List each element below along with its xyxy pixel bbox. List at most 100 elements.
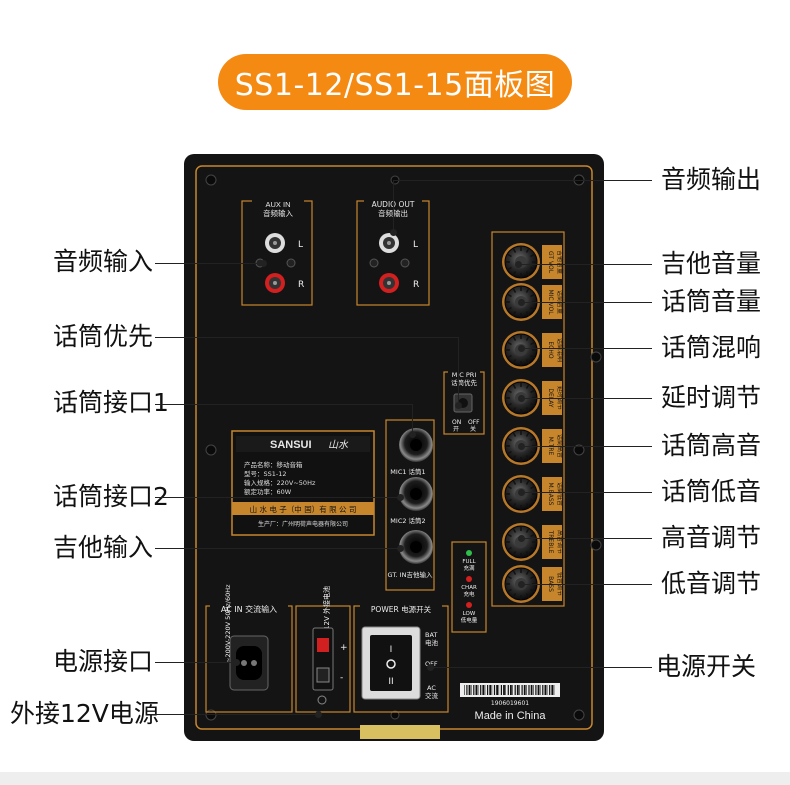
callout-line xyxy=(521,492,652,493)
power-bat-cn: 电池 xyxy=(425,638,439,647)
callout-line xyxy=(393,180,652,181)
callout-line xyxy=(521,538,652,539)
callout-mic-bass: 话筒低音 xyxy=(661,477,762,506)
callout-line xyxy=(521,348,652,349)
ac-in-label: AC IN 交流输入 xyxy=(221,604,277,614)
callout-dot xyxy=(397,494,404,501)
ext-dc-minus: - xyxy=(340,673,343,683)
led-block xyxy=(451,541,487,633)
mic-pri-on-cn: 开 xyxy=(453,426,459,433)
knob-label-cn: 高音调节 xyxy=(556,530,564,554)
panel-screws xyxy=(205,174,602,721)
knob-label: ECHO xyxy=(547,341,554,358)
callout-line xyxy=(521,584,652,585)
svg-text:充满: 充满 xyxy=(463,564,475,572)
aux-in-label-cn: 音频输入 xyxy=(263,208,293,218)
maker-name: 山 水 电 子（中 国）有 限 公 司 xyxy=(250,504,357,514)
ext-dc-plus: + xyxy=(340,643,348,653)
callout-bass: 低音调节 xyxy=(661,569,762,598)
audio-out-r: R xyxy=(413,280,419,290)
callout-dot xyxy=(518,443,525,450)
made-in-label: Made in China xyxy=(475,710,547,722)
page-title: SS1-12/SS1-15面板图 xyxy=(218,54,572,110)
callout-mic-echo: 话筒混响 xyxy=(661,333,762,362)
svg-text:充电: 充电 xyxy=(463,590,475,598)
aux-r: R xyxy=(298,280,304,290)
callout-dot xyxy=(409,431,416,438)
callout-line xyxy=(155,263,263,264)
svg-text:II: II xyxy=(388,677,393,687)
svg-text:低电量: 低电量 xyxy=(461,616,478,624)
knob-label: GT VOL xyxy=(547,251,554,274)
callout-dot xyxy=(518,489,525,496)
ext-dc-label: EXT DC 12V 外接电池 xyxy=(322,586,331,658)
nameplate-line: 产品名称：移动音箱 xyxy=(244,460,303,469)
callout-dot xyxy=(315,711,322,718)
callout-power-port: 电源接口 xyxy=(53,647,154,676)
knob-column-frame xyxy=(491,231,565,607)
svg-text:LOW: LOW xyxy=(463,611,476,617)
callout-mic-input-2: 话筒接口2 xyxy=(53,482,169,511)
ac-spec: ~200V-220V 50Hz/60Hz xyxy=(224,584,232,663)
callout-dot xyxy=(455,402,462,409)
brand-script: 山水 xyxy=(328,439,349,451)
power-ac-cn: 交流 xyxy=(425,691,439,700)
callout-dot xyxy=(427,664,434,671)
callout-line xyxy=(155,404,412,405)
callout-power-switch: 电源开关 xyxy=(656,652,757,681)
knob-label-cn: 话筒混响 xyxy=(556,338,564,362)
callout-line xyxy=(155,662,236,663)
aux-in-label: AUX IN xyxy=(265,200,290,209)
callout-dot xyxy=(390,229,397,236)
callout-mic-volume: 话筒音量 xyxy=(661,287,762,316)
ext-dc-box xyxy=(295,605,351,713)
callout-dot xyxy=(260,260,267,267)
knob-label-cn: 吉他音量 xyxy=(556,250,564,274)
page-title-text: SS1-12/SS1-15面板图 xyxy=(234,68,556,103)
callout-dot xyxy=(397,545,404,552)
callout-audio-in: 音频输入 xyxy=(53,247,154,276)
svg-text:CHAR: CHAR xyxy=(461,585,477,591)
callout-line xyxy=(430,667,652,668)
callout-dot xyxy=(518,535,525,542)
power-label: POWER 电源开关 xyxy=(371,604,432,614)
mic-pri-off: OFF xyxy=(468,419,480,426)
mic-pri-off-cn: 关 xyxy=(470,425,476,433)
callout-audio-out: 音频输出 xyxy=(661,165,762,194)
mic2-label: MIC2 话筒2 xyxy=(390,516,425,525)
callout-dot xyxy=(518,345,525,352)
callout-line xyxy=(155,497,400,498)
warranty-sticker xyxy=(360,725,440,739)
callout-mic-priority: 话筒优先 xyxy=(53,322,154,351)
power-ac: AC xyxy=(427,684,436,692)
callout-dot xyxy=(518,581,525,588)
callout-dot xyxy=(518,395,525,402)
callout-delay: 延时调节 xyxy=(661,383,762,412)
callout-line xyxy=(155,548,400,549)
brand-name: SANSUI xyxy=(270,439,312,451)
callout-line xyxy=(155,337,458,338)
callout-dot xyxy=(518,299,525,306)
callout-dot xyxy=(515,261,522,268)
mic1-label: MIC1 话筒1 xyxy=(390,467,425,476)
knob-label: TREBLE xyxy=(547,530,554,554)
svg-text:FULL: FULL xyxy=(462,559,476,565)
callout-treble: 高音调节 xyxy=(661,523,762,552)
callout-mic-treble: 话筒高音 xyxy=(661,431,762,460)
callout-ext-12v: 外接12V电源 xyxy=(10,699,159,728)
callout-dot xyxy=(233,659,240,666)
panel-body xyxy=(184,154,604,741)
callout-line xyxy=(518,264,652,265)
bottom-strip xyxy=(0,772,790,785)
serial-number: 1906019601 xyxy=(491,700,529,707)
nameplate-line: 额定功率：60W xyxy=(244,487,292,496)
nameplate-line: 型号：SS1-12 xyxy=(244,469,287,478)
